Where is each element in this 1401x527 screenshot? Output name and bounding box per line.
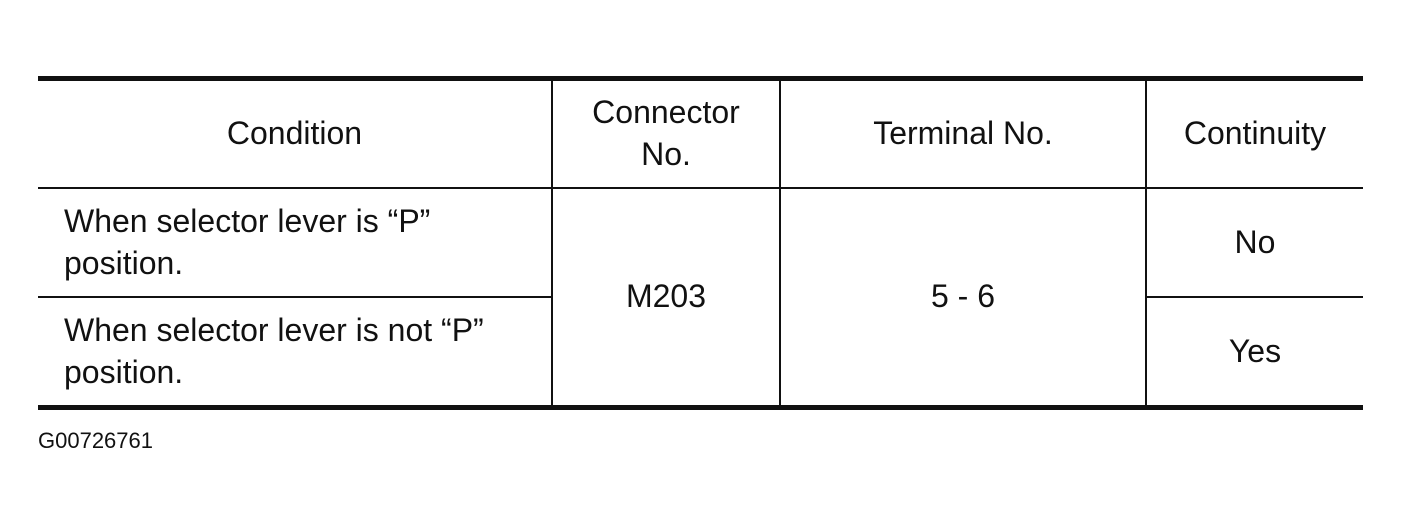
condition-text: When selector lever is “P” position. (64, 202, 431, 281)
figure-id: G00726761 (38, 428, 153, 453)
terminal-cell: 5 - 6 (779, 188, 1146, 408)
header-condition-label: Condition (226, 115, 363, 152)
header-continuity: Continuity (1145, 78, 1363, 189)
connector-value: M203 (625, 278, 707, 315)
condition-text: When selector lever is not “P” position. (64, 311, 484, 390)
continuity-table-container: Condition Connector No. Terminal No. Con… (38, 76, 1363, 410)
condition-cell: When selector lever is not “P” position. (38, 297, 552, 408)
terminal-value: 5 - 6 (930, 278, 996, 315)
header-connector: Connector No. (551, 78, 780, 189)
table-header-row: Condition Connector No. Terminal No. Con… (38, 78, 1363, 189)
header-condition: Condition (38, 78, 552, 189)
continuity-cell: Yes (1145, 297, 1363, 408)
condition-cell: When selector lever is “P” position. (38, 188, 552, 298)
continuity-cell: No (1145, 188, 1363, 298)
connector-cell: M203 (551, 188, 780, 408)
header-connector-label: Connector No. (592, 94, 740, 172)
continuity-value: Yes (1228, 332, 1282, 369)
continuity-table: Condition Connector No. Terminal No. Con… (38, 76, 1363, 410)
continuity-value: No (1234, 223, 1276, 260)
header-terminal-label: Terminal No. (873, 115, 1053, 152)
table-row: When selector lever is “P” position. M20… (38, 188, 1363, 408)
table-row: When selector lever is not “P” position.… (38, 297, 1363, 408)
header-continuity-label: Continuity (1183, 115, 1327, 152)
header-terminal: Terminal No. (779, 78, 1146, 189)
